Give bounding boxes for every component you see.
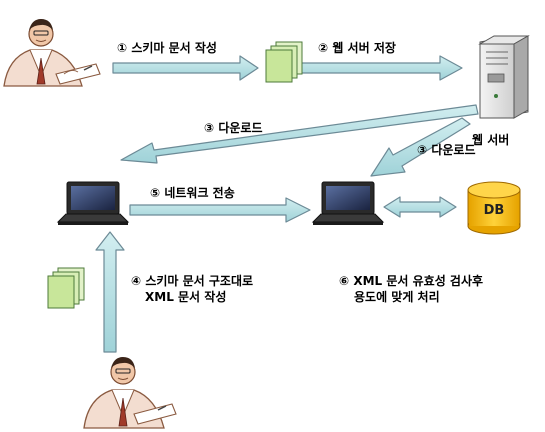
- arrow-db-exchange: [383, 196, 457, 218]
- arrow-schema-authoring: [112, 55, 259, 81]
- step3-download-right-label: ③ 다운로드: [417, 143, 476, 157]
- schema-document-icon: [265, 41, 303, 83]
- step5-label: ⑤ 네트워크 전송: [150, 186, 235, 200]
- step6-label-line1: ⑥ XML 문서 유효성 검사후: [339, 274, 484, 288]
- web-server-label: 웹 서버: [472, 133, 510, 147]
- step4-label-line2: XML 문서 작성: [145, 290, 227, 304]
- step3-download-left-label: ③ 다운로드: [204, 121, 263, 135]
- database-icon: DB: [467, 181, 521, 235]
- arrow-xml-authoring: [95, 231, 125, 353]
- xml-author-person-icon: [83, 357, 177, 429]
- arrow-download-right: [370, 117, 471, 177]
- xml-document-icon: [47, 267, 85, 309]
- client-laptop-left-icon: [56, 181, 130, 225]
- step4-label-line1: ④ 스키마 문서 구조대로: [131, 274, 254, 288]
- web-server-icon: [478, 35, 530, 119]
- step1-label: ① 스키마 문서 작성: [117, 41, 217, 55]
- arrow-network-transfer: [129, 197, 311, 223]
- client-laptop-right-icon: [311, 181, 385, 225]
- step6-label-line2: 용도에 맞게 처리: [354, 290, 440, 304]
- arrow-store-web-server: [299, 55, 463, 81]
- db-label: DB: [484, 203, 505, 218]
- step2-label: ② 웹 서버 저장: [318, 41, 396, 55]
- arrow-download-left: [120, 104, 479, 164]
- author-person-icon: [3, 19, 101, 87]
